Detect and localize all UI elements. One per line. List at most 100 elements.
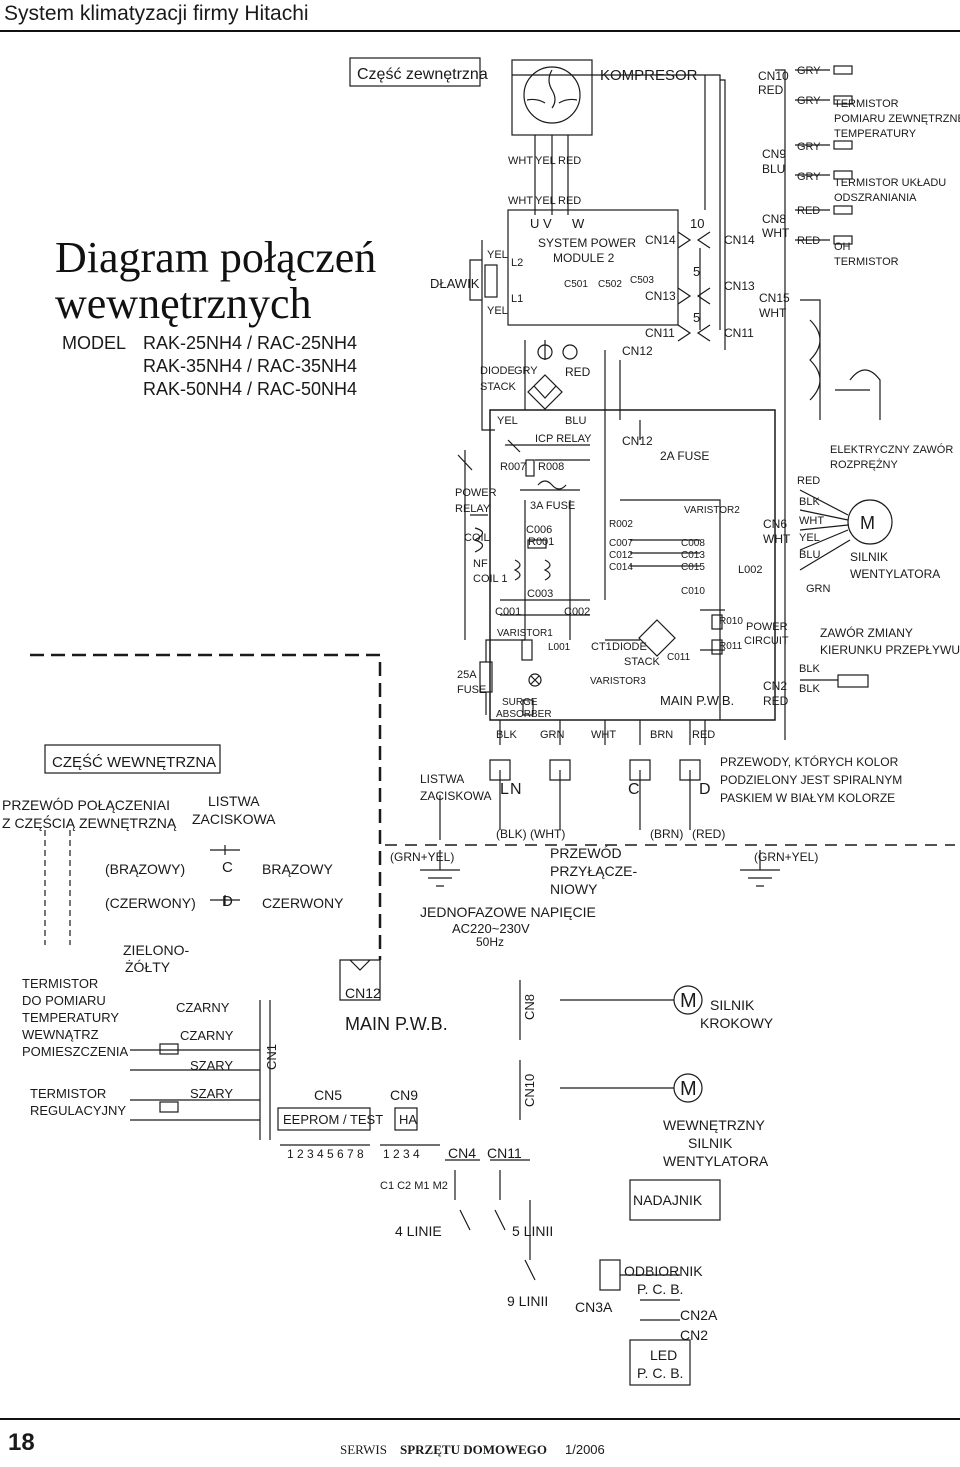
eeprom-pins: 1 2 3 4 5 6 7 8 bbox=[287, 1147, 364, 1161]
led-line-1: LED bbox=[650, 1347, 677, 1363]
transmitter-label: NADAJNIK bbox=[633, 1192, 703, 1208]
c501-label: C501 bbox=[564, 279, 588, 290]
r008-label: R008 bbox=[538, 461, 564, 473]
indoor-cn10-label: CN10 bbox=[522, 1074, 537, 1107]
brown-label: BRĄZOWY bbox=[262, 861, 333, 877]
supply-wire-blk: (BLK) bbox=[496, 827, 527, 841]
cn12-label-a: CN12 bbox=[622, 344, 653, 358]
outdoor-thermistor-line-1: TERMISTOR bbox=[834, 98, 899, 110]
r001-label: R001 bbox=[528, 536, 554, 548]
icp-relay-label: ICP RELAY bbox=[535, 433, 592, 445]
lines-4-label: 4 LINIE bbox=[395, 1223, 442, 1239]
connecting-wire-line-2: PRZYŁĄCZE- bbox=[550, 863, 637, 879]
w-label: W bbox=[572, 216, 585, 231]
c001-label: C001 bbox=[495, 606, 521, 618]
l1-label: L1 bbox=[511, 293, 523, 305]
indoor-section-label: CZĘŚĆ WEWNĘTRZNA bbox=[52, 753, 216, 771]
title-line-2: wewnętrznych bbox=[55, 279, 312, 328]
spiral-note-line-3: PASKIEM W BIAŁYM KOLORZE bbox=[720, 791, 895, 805]
cn11-label-a: CN11 bbox=[645, 326, 675, 340]
reverse-valve-line-2: KIERUNKU PRZEPŁYWU bbox=[820, 643, 960, 657]
fuse-25a-line-1: 25A bbox=[457, 669, 477, 681]
room-thermistor-line-1: TERMISTOR bbox=[22, 976, 98, 991]
terminal-c-indoor: C bbox=[222, 859, 233, 876]
red-wire-label: CZERWONY bbox=[262, 895, 344, 911]
varistor2-label: VARISTOR2 bbox=[684, 505, 740, 516]
defrost-thermistor-line-2: ODSZRANIANIA bbox=[834, 192, 917, 204]
blu-label: BLU bbox=[565, 415, 586, 427]
ha-label: HA bbox=[399, 1112, 417, 1127]
indoor-fan-line-1: WEWNĘTRZNY bbox=[663, 1117, 766, 1133]
model-label: MODEL bbox=[62, 333, 126, 353]
terminal-strip-line-2: ZACISKOWA bbox=[420, 789, 492, 803]
r007-label: R007 bbox=[500, 461, 526, 473]
supply-wire-red: (RED) bbox=[692, 827, 725, 841]
yel-label-1: YEL bbox=[487, 249, 508, 261]
connection-cable-line-1: PRZEWÓD POŁĄCZENIAI bbox=[2, 797, 170, 813]
dlawik-label: DŁAWIK bbox=[430, 276, 480, 291]
wire-color-mid-red: RED bbox=[558, 195, 581, 207]
connecting-wire-line-3: NIOWY bbox=[550, 881, 598, 897]
reverse-valve-blk-1: BLK bbox=[799, 663, 820, 675]
cn10-label: CN10 bbox=[758, 69, 789, 83]
regulating-thermistor-line-2: REGULACYJNY bbox=[30, 1103, 126, 1118]
led-line-2: P. C. B. bbox=[637, 1365, 683, 1381]
c015-label: C015 bbox=[681, 562, 705, 573]
cn12-label-b: CN12 bbox=[622, 434, 653, 448]
room-thermistor-line-4: WEWNĄTRZ bbox=[22, 1027, 99, 1042]
cn2-label: CN2 bbox=[763, 679, 787, 693]
cn2-led-label: CN2 bbox=[680, 1327, 708, 1343]
l002-label: L002 bbox=[738, 564, 762, 576]
cn9-label: CN9 bbox=[762, 147, 786, 161]
terminal-c: C bbox=[628, 781, 640, 798]
diode-stack-line-2: STACK bbox=[480, 381, 517, 393]
room-thermistor-line-2: DO POMIARU bbox=[22, 993, 106, 1008]
indoor-fan-line-3: WENTYLATORA bbox=[663, 1153, 769, 1169]
term-wire-black-1: CZARNY bbox=[176, 1000, 230, 1015]
power-relay-line-2: RELAY bbox=[455, 503, 491, 515]
cn2-color: RED bbox=[763, 694, 789, 708]
terminal-strip-line-1: LISTWA bbox=[420, 772, 464, 786]
surge-line-1: SURGE bbox=[502, 697, 538, 708]
terminal-d-indoor: D bbox=[222, 893, 233, 910]
outdoor-fan-motor-symbol: M bbox=[860, 513, 875, 533]
fan-wire-grn: GRN bbox=[806, 583, 831, 595]
wire-color-mid-wht: WHT bbox=[508, 195, 533, 207]
term-wire-gray-2: SZARY bbox=[190, 1086, 233, 1101]
receiver-line-1: ODBIORNIK bbox=[624, 1263, 703, 1279]
stepper-motor-line-2: KROKOWY bbox=[700, 1015, 774, 1031]
title-line-1: Diagram połączeń bbox=[55, 233, 376, 282]
r002-label: R002 bbox=[609, 519, 633, 530]
fan-wire-blk: BLK bbox=[799, 496, 820, 508]
c010-label: C010 bbox=[681, 586, 705, 597]
oh-thermistor-line-1: OH bbox=[834, 241, 851, 253]
cn4-label: CN4 bbox=[448, 1145, 476, 1161]
red-paren-label: (CZERWONY) bbox=[105, 895, 196, 911]
cn3a-label: CN3A bbox=[575, 1299, 613, 1315]
page-footer: 18 SERWIS SPRZĘTU DOMOWEGO 1/2006 bbox=[0, 1418, 960, 1467]
c008-label: C008 bbox=[681, 538, 705, 549]
c013-label: C013 bbox=[681, 550, 705, 561]
reverse-valve-blk-2: BLK bbox=[799, 683, 820, 695]
c002-label: C002 bbox=[564, 606, 590, 618]
gry-label: GRY bbox=[514, 365, 538, 377]
supply-line-3: 50Hz bbox=[476, 935, 504, 949]
nf-label: NF bbox=[473, 558, 488, 570]
connector-pin-count-5b: 5 bbox=[693, 310, 700, 325]
c011-label: C011 bbox=[667, 652, 691, 663]
expansion-valve-line-2: ROZPRĘŻNY bbox=[830, 458, 899, 471]
bottom-wire-blk: BLK bbox=[496, 729, 517, 741]
r010-label: R010 bbox=[719, 616, 743, 627]
room-thermistor-line-3: TEMPERATURY bbox=[22, 1010, 119, 1025]
cn9-color: BLU bbox=[762, 162, 785, 176]
outdoor-thermistor-line-2: POMIARU ZEWNĘTRZNEJ bbox=[834, 113, 960, 125]
fuse-3a-label: 3A FUSE bbox=[530, 500, 575, 512]
running-title: System klimatyzacji firmy Hitachi bbox=[4, 2, 309, 25]
red-2: RED bbox=[797, 235, 820, 247]
lines-9-label: 9 LINII bbox=[507, 1293, 548, 1309]
magazine-name-part-2: SPRZĘTU DOMOWEGO bbox=[400, 1442, 547, 1457]
cn6-color: WHT bbox=[763, 532, 791, 546]
wire-color-top-wht: WHT bbox=[508, 155, 533, 167]
indoor-fan-motor-symbol: M bbox=[680, 1078, 697, 1100]
